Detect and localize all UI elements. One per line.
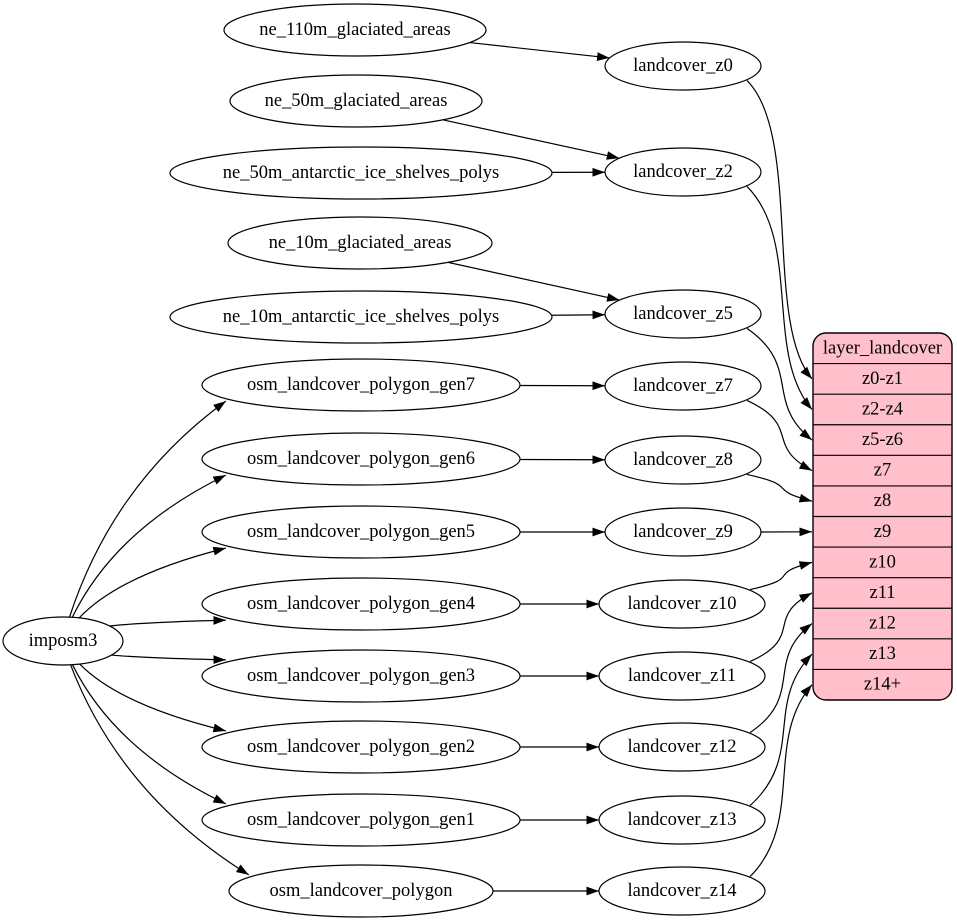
- graph-node-landcover_z10: landcover_z10: [598, 579, 766, 629]
- graph-node-osm_landcover_polygon_gen3: osm_landcover_polygon_gen3: [201, 649, 521, 703]
- table-row-z10: z10: [869, 552, 896, 572]
- edge-imposm3-to-osm_landcover_polygon_gen1: [71, 664, 227, 805]
- node-label-imposm3: imposm3: [29, 631, 98, 651]
- graph-node-osm_landcover_polygon_gen5: osm_landcover_polygon_gen5: [201, 505, 521, 559]
- edge-landcover_z8-to-z8: [746, 473, 813, 503]
- edge-landcover_z7-to-z7: [746, 399, 813, 472]
- edge-imposm3-to-osm_landcover_polygon_gen5: [78, 546, 226, 619]
- node-label-osm_landcover_polygon_gen4: osm_landcover_polygon_gen4: [247, 594, 475, 614]
- node-ellipse-ne_10m_glaciated_areas: [227, 216, 493, 270]
- node-label-landcover_z13: landcover_z13: [628, 810, 737, 830]
- table-row-z14+: z14+: [864, 675, 901, 695]
- node-label-landcover_z7: landcover_z7: [633, 376, 733, 396]
- table-row-z2-z4: z2-z4: [862, 399, 903, 419]
- graph-node-landcover_z8: landcover_z8: [604, 435, 762, 485]
- graph-node-ne_50m_antarctic_ice_shelves_polys: ne_50m_antarctic_ice_shelves_polys: [169, 146, 553, 200]
- node-label-landcover_z2: landcover_z2: [633, 162, 733, 182]
- graph-node-ne_10m_antarctic_ice_shelves_polys: ne_10m_antarctic_ice_shelves_polys: [169, 290, 553, 344]
- node-ellipse-ne_50m_glaciated_areas: [229, 74, 483, 128]
- node-label-landcover_z12: landcover_z12: [628, 737, 737, 757]
- node-label-ne_110m_glaciated_areas: ne_110m_glaciated_areas: [259, 20, 450, 40]
- graph-node-landcover_z12: landcover_z12: [598, 722, 766, 772]
- graph-node-osm_landcover_polygon_gen4: osm_landcover_polygon_gen4: [201, 577, 521, 631]
- graph-node-landcover_z11: landcover_z11: [598, 651, 766, 701]
- table-row-z5-z6: z5-z6: [862, 430, 903, 450]
- node-label-landcover_z11: landcover_z11: [628, 666, 736, 686]
- graph-node-osm_landcover_polygon_gen1: osm_landcover_polygon_gen1: [201, 793, 521, 847]
- table-row-z12: z12: [869, 614, 896, 634]
- node-label-ne_10m_antarctic_ice_shelves_polys: ne_10m_antarctic_ice_shelves_polys: [223, 307, 499, 327]
- graph-node-ne_10m_glaciated_areas: ne_10m_glaciated_areas: [227, 216, 493, 270]
- node-label-landcover_z10: landcover_z10: [628, 594, 737, 614]
- table-layer_landcover: layer_landcover z0-z1 z2-z4 z5-z6 z7 z8 z9 z10 z…: [812, 332, 953, 701]
- graph-node-landcover_z5: landcover_z5: [604, 289, 762, 339]
- node-label-osm_landcover_polygon_gen7: osm_landcover_polygon_gen7: [247, 375, 475, 395]
- graph-node-osm_landcover_polygon_gen7: osm_landcover_polygon_gen7: [201, 358, 521, 412]
- edge-ne_10m_glaciated_areas-to-landcover_z5: [447, 261, 620, 302]
- graph-node-landcover_z14: landcover_z14: [598, 866, 766, 916]
- edge-imposm3-to-osm_landcover_polygon_gen4: [109, 616, 226, 627]
- node-label-landcover_z14: landcover_z14: [628, 881, 737, 901]
- node-ellipse-landcover_z0: [604, 41, 762, 91]
- edge-landcover_z13-to-z13: [749, 653, 813, 807]
- edge-imposm3-to-osm_landcover_polygon_gen2: [79, 663, 226, 733]
- table-row-z9: z9: [874, 522, 891, 542]
- table-row-z11: z11: [869, 583, 895, 603]
- edge-landcover_z2-to-z2-z4: [746, 185, 813, 410]
- edge-landcover_z0-to-z0-z1: [746, 79, 813, 380]
- edge-imposm3-to-osm_landcover_polygon_gen6: [71, 474, 227, 618]
- node-label-landcover_z0: landcover_z0: [633, 56, 733, 76]
- node-label-osm_landcover_polygon_gen1: osm_landcover_polygon_gen1: [247, 810, 475, 830]
- table-row-z13: z13: [869, 644, 896, 664]
- edge-ne_110m_glaciated_areas-to-landcover_z0: [469, 41, 610, 61]
- node-label-osm_landcover_polygon: osm_landcover_polygon: [270, 881, 453, 901]
- node-ellipse-ne_110m_glaciated_areas: [223, 3, 487, 57]
- node-label-osm_landcover_polygon_gen5: osm_landcover_polygon_gen5: [247, 522, 475, 542]
- graph-node-landcover_z13: landcover_z13: [598, 795, 766, 845]
- table-row-z0-z1: z0-z1: [862, 369, 903, 389]
- graph-node-landcover_z0: landcover_z0: [604, 41, 762, 91]
- table-row-z7: z7: [874, 461, 891, 481]
- node-ellipse-ne_10m_antarctic_ice_shelves_polys: [169, 290, 553, 344]
- edge-imposm3-to-osm_landcover_polygon: [70, 664, 250, 876]
- node-label-ne_10m_glaciated_areas: ne_10m_glaciated_areas: [269, 233, 452, 253]
- graph-node-landcover_z7: landcover_z7: [604, 361, 762, 411]
- edge-landcover_z10-to-z10: [749, 561, 813, 591]
- table-row-z8: z8: [874, 491, 891, 511]
- node-label-landcover_z9: landcover_z9: [633, 522, 733, 542]
- graph-node-osm_landcover_polygon_gen2: osm_landcover_polygon_gen2: [201, 720, 521, 774]
- graph-node-ne_50m_glaciated_areas: ne_50m_glaciated_areas: [229, 74, 483, 128]
- node-label-ne_50m_glaciated_areas: ne_50m_glaciated_areas: [265, 91, 448, 111]
- edge-landcover_z14-to-z14+: [749, 684, 813, 878]
- node-label-osm_landcover_polygon_gen3: osm_landcover_polygon_gen3: [247, 666, 475, 686]
- edge-ne_50m_glaciated_areas-to-landcover_z2: [442, 119, 620, 160]
- edge-landcover_z12-to-z12: [749, 623, 813, 734]
- node-label-ne_50m_antarctic_ice_shelves_polys: ne_50m_antarctic_ice_shelves_polys: [223, 163, 499, 183]
- node-label-landcover_z5: landcover_z5: [633, 304, 733, 324]
- node-ellipse-imposm3: [2, 616, 124, 666]
- edge-landcover_z11-to-z11: [749, 592, 813, 663]
- edge-landcover_z5-to-z5-z6: [746, 327, 813, 441]
- edge-imposm3-to-osm_landcover_polygon_gen3: [111, 654, 226, 665]
- table-title-layer_landcover: layer_landcover: [823, 338, 942, 358]
- node-label-osm_landcover_polygon_gen2: osm_landcover_polygon_gen2: [247, 737, 475, 757]
- graph-node-osm_landcover_polygon: osm_landcover_polygon: [228, 864, 494, 918]
- node-label-osm_landcover_polygon_gen6: osm_landcover_polygon_gen6: [247, 449, 475, 469]
- edge-imposm3-to-osm_landcover_polygon_gen7: [68, 400, 227, 618]
- graph-node-imposm3: imposm3: [2, 616, 124, 666]
- graph-node-landcover_z2: landcover_z2: [604, 147, 762, 197]
- graph-node-osm_landcover_polygon_gen6: osm_landcover_polygon_gen6: [201, 432, 521, 486]
- graph-node-landcover_z9: landcover_z9: [604, 507, 762, 557]
- graph-node-ne_110m_glaciated_areas: ne_110m_glaciated_areas: [223, 3, 487, 57]
- node-label-landcover_z8: landcover_z8: [633, 450, 733, 470]
